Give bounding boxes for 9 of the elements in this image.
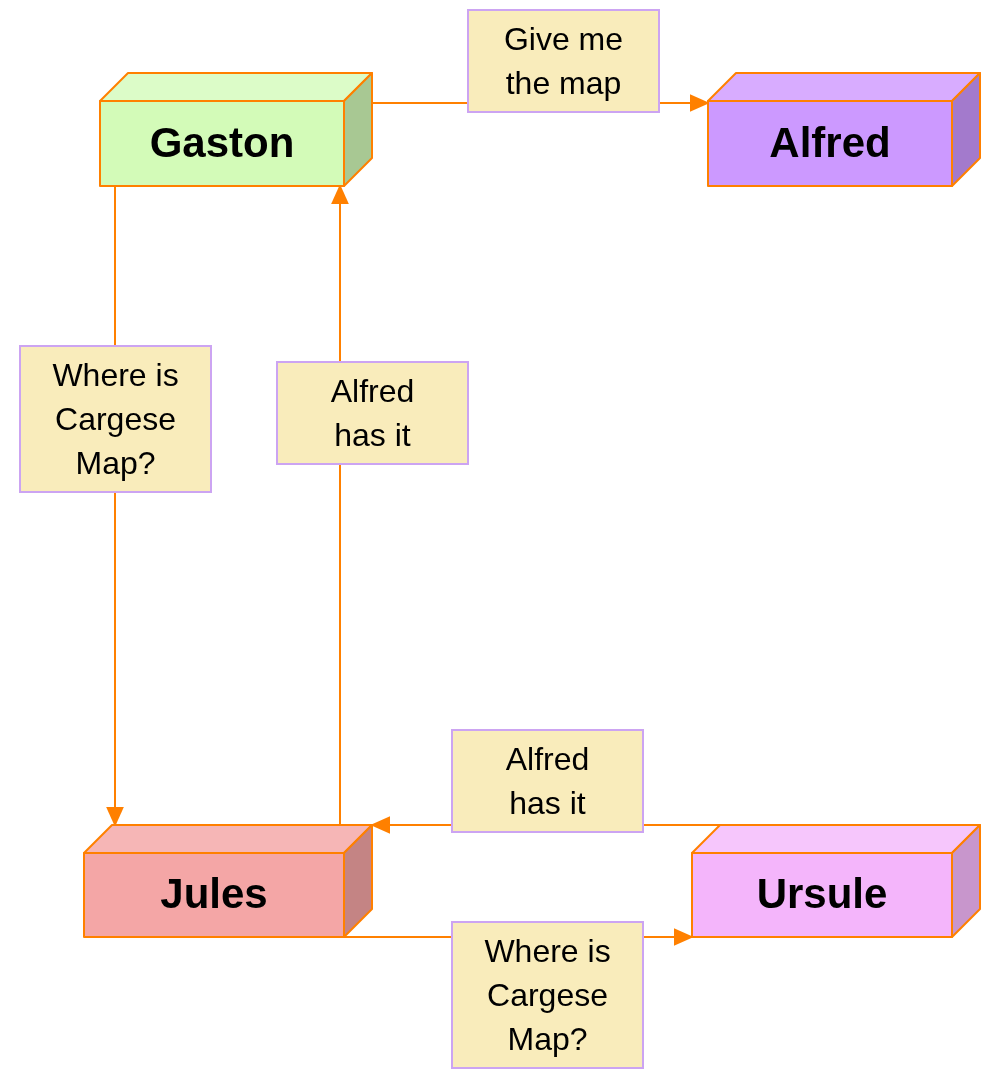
edge-label: Alfred has it	[451, 729, 644, 833]
node-name: Jules	[159, 870, 269, 918]
edge-label: Alfred has it	[276, 361, 469, 465]
node-name: Ursule	[755, 870, 889, 918]
node-name: Gaston	[148, 118, 296, 167]
edge-label: Where is Cargese Map?	[451, 921, 644, 1069]
edge-label: Give me the map	[467, 9, 660, 113]
node-name: Alfred	[768, 118, 892, 167]
edge-label: Where is Cargese Map?	[19, 345, 212, 493]
